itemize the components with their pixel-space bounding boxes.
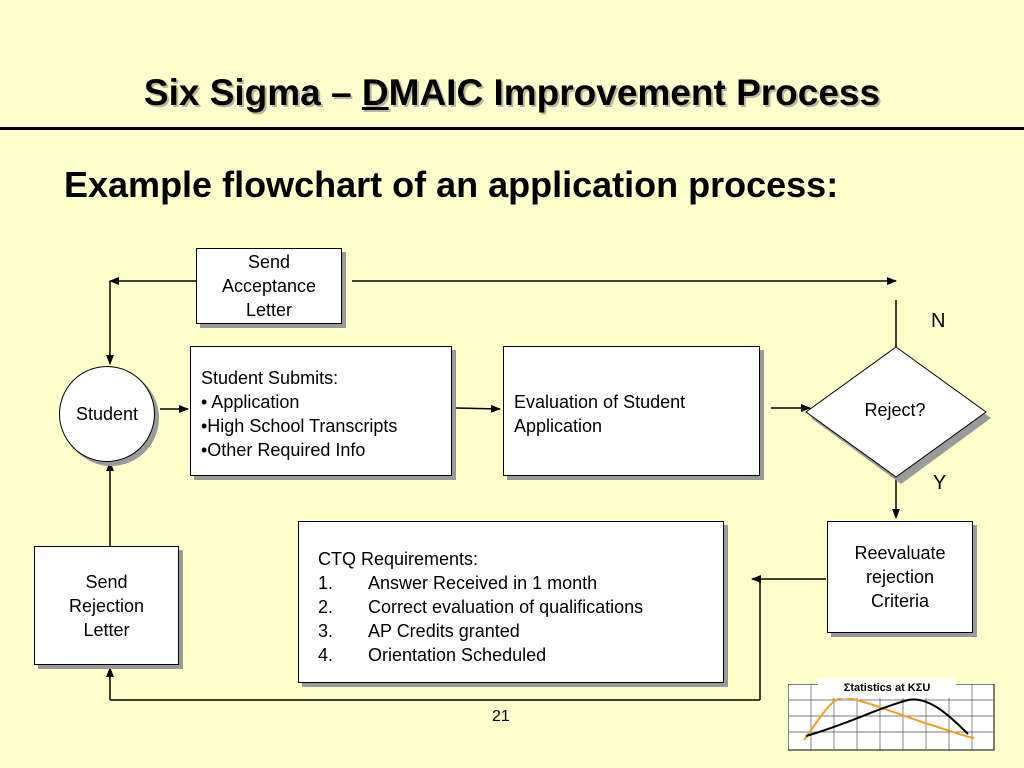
ctq-item-text: Correct evaluation of qualifications <box>368 597 644 617</box>
ctq-item-text: AP Credits granted <box>368 621 520 641</box>
rejection-line-1: Send <box>85 571 128 592</box>
submits-item-application: • Application <box>201 392 300 412</box>
ctq-item: 1. Answer Received in 1 month <box>318 571 723 595</box>
evaluation-box: Evaluation of Student Application <box>503 346 760 476</box>
submits-heading: Student Submits: <box>201 368 339 388</box>
title-divider <box>0 127 1024 130</box>
logo-black-curve <box>805 698 969 737</box>
title-prefix: Six Sigma – <box>143 72 362 113</box>
ctq-item-text: Answer Received in 1 month <box>368 573 598 593</box>
reject-diamond <box>805 346 987 478</box>
ctq-item-number: 3. <box>318 621 334 641</box>
ctq-item: 4. Orientation Scheduled <box>318 643 723 667</box>
send-rejection-letter-box: Send Rejection Letter <box>34 546 179 665</box>
title-underlined-letter: D <box>361 72 389 113</box>
submits-item-other-info: •Other Required Info <box>201 440 366 460</box>
acceptance-line-1: Send <box>247 252 291 272</box>
slide-title: Six Sigma – DMAIC Improvement Process <box>0 72 1024 114</box>
acceptance-line-2: Acceptance <box>221 276 317 296</box>
ctq-item: 3. AP Credits granted <box>318 619 723 643</box>
student-node: Student <box>59 366 155 462</box>
reevaluate-box: Reevaluate rejection Criteria <box>827 521 973 633</box>
reevaluate-line-2: rejection <box>865 567 935 587</box>
rejection-line-2: Rejection <box>68 595 145 616</box>
submits-item-transcripts: •High School Transcripts <box>201 416 398 436</box>
logo-orange-curve <box>803 696 975 741</box>
acceptance-line-3: Letter <box>245 300 293 320</box>
rejection-line-3: Letter <box>83 619 130 640</box>
ctq-item-number: 4. <box>318 645 334 665</box>
ctq-item-text: Orientation Scheduled <box>368 645 547 665</box>
ctq-requirements-box: CTQ Requirements: 1. Answer Received in 1… <box>298 521 724 683</box>
title-suffix: MAIC Improvement Process <box>388 72 881 113</box>
evaluation-line-2: Application <box>514 416 603 436</box>
reject-label: Reject? <box>864 400 926 420</box>
branch-label-yes: Y <box>933 472 947 494</box>
page-number: 21 <box>492 708 510 725</box>
ctq-heading: CTQ Requirements: <box>318 549 479 569</box>
student-submits-box: Student Submits: • Application •High Sch… <box>190 346 452 476</box>
ctq-item-number: 1. <box>318 573 334 593</box>
branch-label-no: N <box>931 310 946 332</box>
reevaluate-line-3: Criteria <box>870 591 929 611</box>
statistics-logo-text: Σtatistics at KΣU <box>818 678 956 698</box>
ctq-item-number: 2. <box>318 597 334 617</box>
arrow-submits-to-evaluation <box>455 404 501 413</box>
evaluation-line-1: Evaluation of Student <box>514 392 686 412</box>
reevaluate-line-1: Reevaluate <box>854 543 946 563</box>
student-label: Student <box>75 403 139 424</box>
ctq-item: 2. Correct evaluation of qualifications <box>318 595 723 619</box>
slide-subtitle: Example flowchart of an application proc… <box>64 164 839 205</box>
send-acceptance-letter-box: Send Acceptance Letter <box>196 248 342 324</box>
